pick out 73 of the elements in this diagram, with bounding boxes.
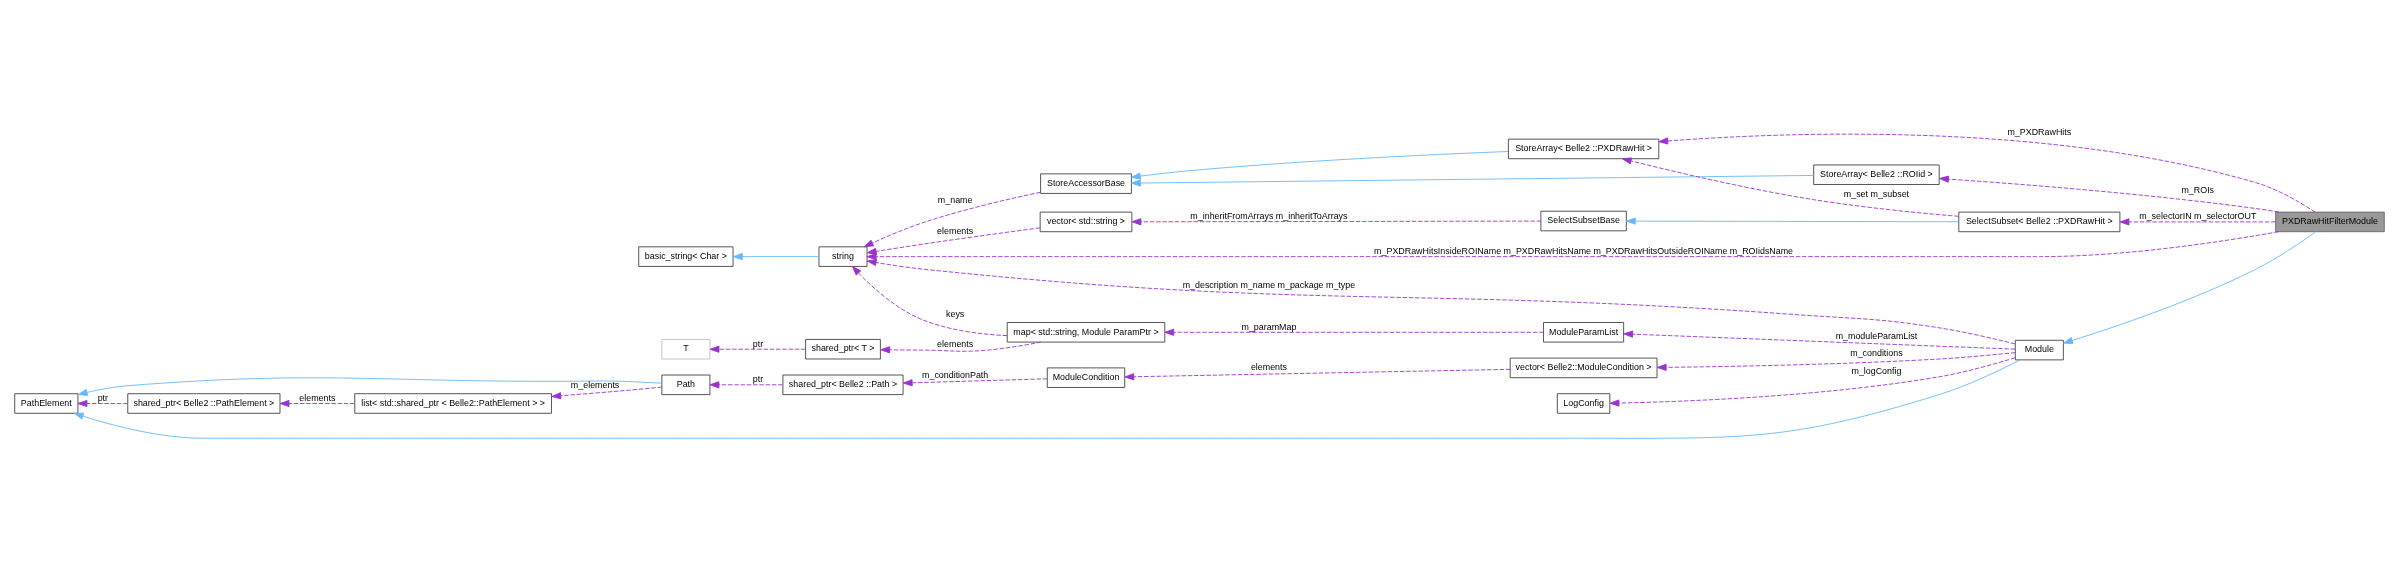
arrow (863, 191, 1041, 248)
edge-label: m_PXDRawHits (2007, 126, 2072, 137)
node-box: PathElement (14, 393, 79, 414)
arrow (73, 359, 2021, 439)
arrow (1124, 368, 1511, 381)
edge-label: m_PXDRawHitsInsideROIName m_PXDRawHitsName m_PXDRawHitsOutsideROIName m_ROIidsName (1374, 245, 1794, 256)
arrow (880, 341, 1042, 354)
node-box: string (818, 246, 868, 267)
node-box: list< std::shared_ptr < Belle2::PathElement > > (354, 393, 552, 414)
arrow (709, 381, 783, 389)
arrow (2063, 231, 2317, 344)
arrow (866, 231, 2279, 261)
arrow (2119, 218, 2276, 226)
arrow (866, 227, 1041, 255)
edge-label: elements (299, 392, 336, 403)
edge-label: m_set m_subset (1843, 188, 1910, 199)
arrow (1656, 352, 2016, 371)
node-box: StoreArray< Belle2 ::ROIid > (1813, 164, 1940, 185)
node-box: vector< std::string > (1039, 211, 1133, 233)
edge-label: ptr (752, 374, 764, 385)
arrow (1939, 175, 2280, 213)
node-box: ModuleCondition (1046, 367, 1126, 388)
node-box: LogConfig (1556, 393, 1611, 414)
edge-label: m_name (937, 195, 973, 206)
edge-label: keys (946, 309, 965, 320)
node-box: Module (2014, 339, 2064, 361)
edge-label: m_selectorIN m_selectorOUT (2139, 211, 2257, 222)
edge-label: elements (937, 225, 974, 236)
arrow (866, 258, 2016, 345)
edge-label: m_inheritFromArrays m_inheritToArrays (1190, 211, 1348, 222)
edge-label: m_elements (570, 380, 620, 391)
node-box: shared_ptr< Belle2 ::PathElement > (127, 393, 281, 414)
edge-label: m_description m_name m_package m_type (1182, 279, 1356, 290)
arrow (902, 378, 1048, 387)
arrow (1658, 133, 2316, 213)
arrow (1131, 218, 1542, 226)
arrow (1609, 357, 2016, 407)
node-box: SelectSubset< Belle2 ::PXDRawHit > (1958, 211, 2121, 233)
edge-label: m_conditions (1850, 348, 1903, 359)
node-box: StoreAccessorBase (1040, 173, 1132, 194)
node-box: shared_ptr< Belle2 ::Path > (782, 374, 904, 396)
node-box: shared_ptr< T > (805, 338, 881, 360)
arrow (77, 377, 663, 396)
arrow (1623, 330, 2016, 350)
arrow (77, 399, 129, 408)
node-box: map< std::string, Module ParamPtr > (1006, 322, 1166, 343)
node-box: Path (661, 374, 711, 396)
node-box: basic_string< Char > (638, 246, 734, 267)
edge-label: elements (1250, 361, 1287, 372)
arrow (732, 253, 820, 261)
node-box: SelectSubsetBase (1540, 210, 1627, 232)
arrow (279, 399, 355, 408)
edge-label: m_ROIs (2181, 185, 2215, 196)
edge-label: m_moduleParamList (1835, 330, 1918, 341)
arrow (1625, 217, 1960, 225)
arrow (709, 345, 806, 353)
edge-label: ptr (752, 338, 764, 349)
arrow (851, 266, 1008, 337)
edge-label: m_logConfig (1851, 366, 1902, 377)
arrow (1131, 151, 1509, 180)
node-box: T (661, 338, 711, 360)
node-box: ModuleParamList (1543, 322, 1625, 343)
node-box: StoreArray< Belle2 ::PXDRawHit > (1507, 138, 1660, 160)
edge-label: elements (937, 339, 974, 350)
edge-label: m_paramMap (1241, 321, 1297, 332)
node-box: PXDRawHitFilterModule (2275, 211, 2385, 233)
arrow (1131, 175, 1815, 187)
arrow (551, 386, 663, 400)
arrow (1164, 328, 1544, 336)
edge-label: m_conditionPath (922, 369, 989, 380)
arrow (1621, 157, 1960, 217)
node-box: vector< Belle2::ModuleCondition > (1509, 357, 1658, 379)
edge-label: ptr (97, 392, 109, 403)
